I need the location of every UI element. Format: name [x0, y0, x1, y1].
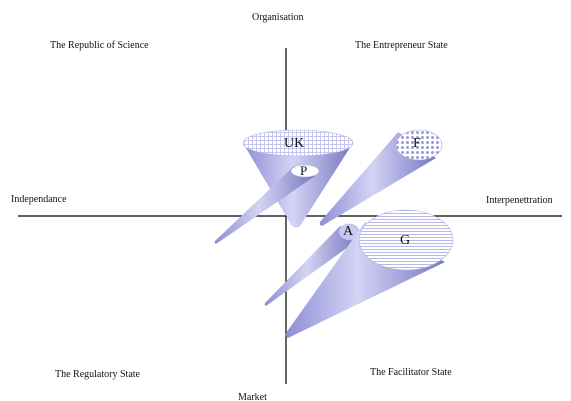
axis-label-bottom: Market: [238, 392, 267, 401]
quadrant-label-top-right: The Entrepreneur State: [355, 40, 448, 51]
cone-label-p: P: [300, 163, 308, 178]
cone-label-uk: UK: [284, 136, 305, 151]
axis-label-top: Organisation: [252, 12, 304, 23]
cone-p: [214, 164, 320, 244]
cone-label-f: F: [413, 136, 421, 151]
cone-label-g: G: [400, 233, 411, 248]
cone-label-a: A: [343, 224, 354, 239]
cone-a: [264, 223, 360, 306]
quadrant-label-bottom-left: The Regulatory State: [55, 369, 140, 380]
quadrant-label-top-left: The Republic of Science: [50, 40, 149, 51]
cone-f: [319, 129, 443, 226]
cone-g: [285, 209, 454, 338]
axis-label-left: Independance: [11, 194, 67, 205]
axis-label-right: Interpenettration: [486, 195, 553, 206]
quadrant-label-bottom-right: The Facilitator State: [370, 367, 452, 378]
